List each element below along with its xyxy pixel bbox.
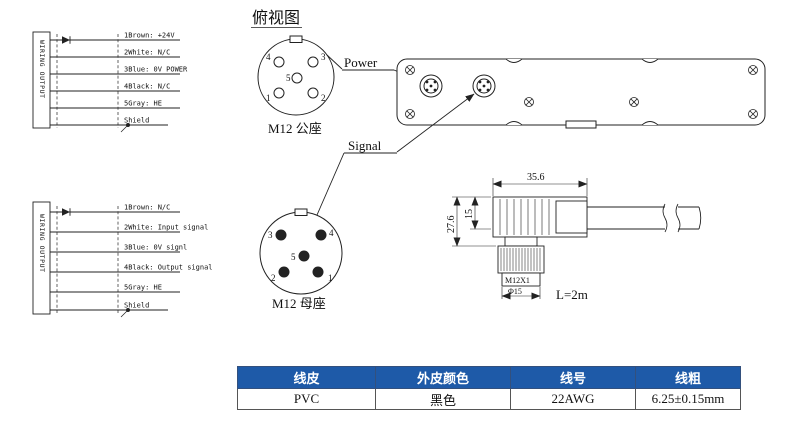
connector-neck — [504, 236, 538, 247]
pin-number: 5 — [286, 73, 291, 83]
signal-leader: Signal — [316, 93, 475, 216]
dim-width-text: 35.6 — [527, 172, 545, 183]
wiring-output-box — [32, 201, 51, 315]
cable-boundary-dashes — [56, 206, 119, 313]
spec-cell-thickness: 6.25±0.15mm — [635, 388, 741, 410]
thread-stub — [501, 272, 541, 287]
keyway-notch — [289, 35, 303, 43]
female-pins — [275, 229, 327, 278]
dim-height-upper-text: 15 — [464, 209, 475, 219]
power-label: Power — [344, 55, 378, 70]
wiring-diagram-signal: WIRING OUTPUT 1Brown: N/C 2White: Input … — [32, 201, 213, 318]
wire-label: 4Black: Output signal — [124, 264, 213, 272]
m12-female-connector: 3 4 5 2 1 M12 母座 — [259, 208, 343, 311]
spec-header-thickness: 线粗 — [635, 366, 741, 389]
m12-male-connector: 4 3 5 1 2 M12 公座 — [257, 35, 335, 136]
wire-label: 3Blue: 0V signl — [124, 244, 187, 252]
spec-header-gauge: 线号 — [510, 366, 636, 389]
cable-assembly-drawing: 35.6 M12X1 Φ15 — [446, 172, 702, 302]
wire-label-shield: Shield — [124, 117, 149, 125]
wire-label: 2White: N/C — [124, 49, 170, 57]
spec-table-row: PVC 黑色 22AWG 6.25±0.15mm — [237, 388, 741, 410]
dim-height-total-text: 27.6 — [446, 216, 457, 234]
screw-icon — [405, 65, 758, 119]
technical-diagram: WIRING OUTPUT 1Brown: +24V 2White: N/C 3… — [32, 9, 766, 318]
wiring-output-box — [32, 31, 51, 129]
shield-drain-icon — [120, 123, 130, 133]
spec-cell-sheath: PVC — [237, 388, 376, 410]
wire-label: 5Gray: HE — [124, 100, 162, 108]
pin-number: 1 — [328, 273, 333, 283]
device-top-view — [396, 58, 766, 129]
pin-number: 3 — [268, 230, 273, 240]
knurled-nut — [497, 245, 545, 274]
wiring-output-box-label: WIRING OUTPUT — [38, 214, 46, 273]
wire-lines — [50, 211, 180, 311]
wire-label: 5Gray: HE — [124, 284, 162, 292]
wire-label: 3Blue: 0V POWER — [124, 66, 188, 74]
diode-icon — [62, 208, 71, 216]
cable-length-label: L=2m — [556, 287, 588, 302]
spec-header-sheath: 线皮 — [237, 366, 376, 389]
bottom-tab — [565, 120, 597, 129]
wire-lines — [50, 39, 180, 126]
device-signal-connector — [472, 74, 496, 98]
wire-label: 4Black: N/C — [124, 83, 170, 91]
female-connector-label: M12 母座 — [272, 296, 326, 311]
pin-number: 5 — [291, 252, 296, 262]
wire-label: 1Brown: N/C — [124, 204, 170, 212]
spec-cell-color: 黑色 — [375, 388, 511, 410]
spec-header-color: 外皮颜色 — [375, 366, 511, 389]
spec-cell-gauge: 22AWG — [510, 388, 636, 410]
edge-notches — [505, 58, 659, 126]
wire-label-shield: Shield — [124, 302, 149, 310]
pin-number: 2 — [271, 273, 276, 283]
knurl-hatching — [500, 248, 541, 271]
page-title: 俯视图 — [252, 9, 300, 27]
pin-number: 1 — [266, 93, 271, 103]
pin-number: 3 — [321, 52, 326, 62]
wire-label: 1Brown: +24V — [124, 32, 175, 40]
male-connector-label: M12 公座 — [268, 121, 322, 136]
spec-table-header-row: 线皮 外皮颜色 线号 线粗 — [237, 366, 741, 389]
shield-drain-icon — [120, 308, 130, 318]
device-power-connector — [419, 74, 443, 98]
dim-phi-15: Φ15 — [501, 287, 541, 300]
thread-label: M12X1 — [505, 276, 530, 285]
cable-line — [587, 203, 702, 233]
dim-15: 15 — [464, 196, 491, 230]
pin-number: 2 — [321, 93, 326, 103]
cable-break-icon — [662, 203, 668, 233]
cable-break-icon — [675, 203, 681, 233]
diode-icon — [62, 36, 71, 44]
signal-label: Signal — [348, 138, 382, 153]
wiring-diagram-power: WIRING OUTPUT 1Brown: +24V 2White: N/C 3… — [32, 31, 188, 133]
spec-table: 线皮 外皮颜色 线号 线粗 PVC 黑色 22AWG 6.25±0.15mm — [237, 366, 741, 410]
wire-label: 2White: Input signal — [124, 224, 208, 232]
diameter-label: Φ15 — [508, 287, 522, 296]
connector-step — [555, 200, 588, 234]
male-pins — [273, 56, 319, 99]
top-view-title: 俯视图 — [251, 9, 302, 28]
dim-27-6: 27.6 — [446, 196, 496, 247]
pin-number: 4 — [266, 52, 271, 62]
dim-35-6: 35.6 — [492, 172, 588, 196]
wiring-output-box-label: WIRING OUTPUT — [38, 40, 46, 99]
pin-number: 4 — [329, 228, 334, 238]
strain-relief-ribs — [499, 199, 550, 235]
keyway-notch — [294, 208, 308, 216]
cable-boundary-dashes — [56, 34, 119, 128]
